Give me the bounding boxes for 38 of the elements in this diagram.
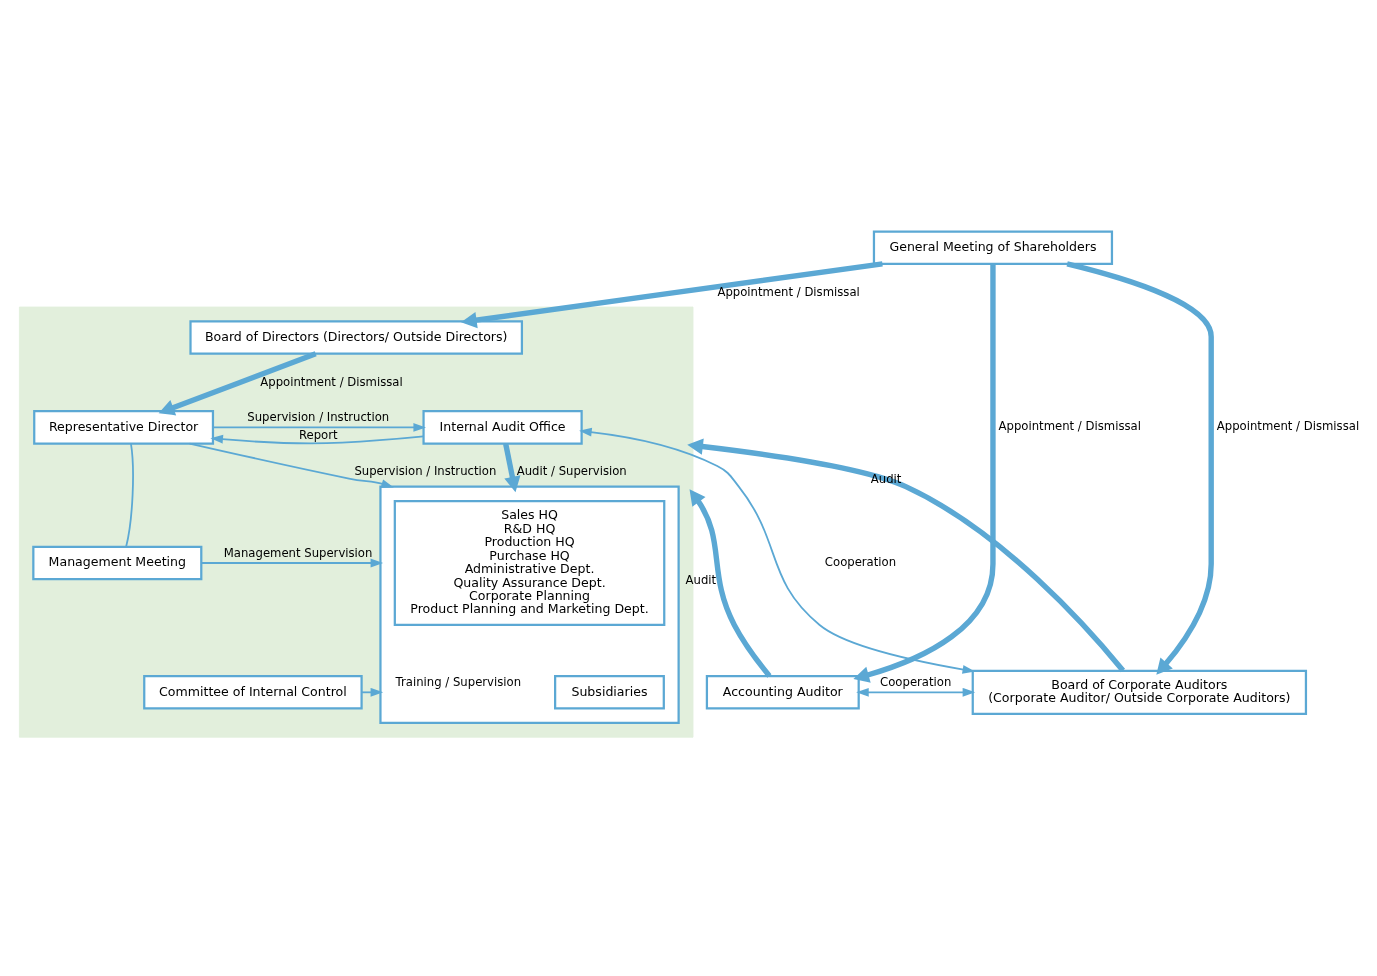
node-box: Board of Directors (Directors/ Outside Directors) <box>189 320 524 355</box>
node-box: Subsidiaries <box>554 675 665 710</box>
arrow <box>503 443 521 493</box>
edge-label: Supervision / Instruction <box>354 464 497 479</box>
edge-label: Audit / Supervision <box>516 464 627 479</box>
arrow <box>158 351 317 416</box>
arrow <box>853 264 996 683</box>
node-box: General Meeting of Shareholders <box>872 230 1114 266</box>
edge-label: Cooperation <box>880 675 952 690</box>
arrow <box>689 489 772 678</box>
arrow <box>687 438 1126 673</box>
edge-label: Management Supervision <box>223 546 373 561</box>
edge-label: Audit <box>685 572 717 587</box>
edge-label: Supervision / Instruction <box>247 410 390 425</box>
arrow <box>200 558 384 568</box>
arrow <box>1066 261 1214 675</box>
arrow <box>360 687 384 697</box>
node-box: Internal Audit Office <box>422 410 583 445</box>
edge-label: Cooperation <box>824 555 897 570</box>
arrow <box>461 261 883 329</box>
node-box: Management Meeting <box>32 545 203 581</box>
edge-label: Training / Supervision <box>395 675 522 690</box>
edge-label: Appointment / Dismissal <box>260 374 403 389</box>
node-box: Board of Corporate Auditors (Corporate Auditor/ Outside Corporate Auditors) <box>971 669 1308 715</box>
node-box: Accounting Auditor <box>705 675 860 710</box>
arrow <box>210 434 425 445</box>
edge-label: Report <box>298 428 338 443</box>
node-box: Committee of Internal Control <box>143 675 363 710</box>
node-box: Representative Director <box>33 410 215 445</box>
node-box: Sales HQ R&D HQ Production HQ Purchase HQ Administrative Dept. Quality Assurance Dept. Corporate Planning Product Planning and Marketing Dept. <box>393 499 666 627</box>
edge-label: Appointment / Dismissal <box>717 284 860 299</box>
arrow <box>188 442 394 488</box>
connector <box>125 442 134 548</box>
cluster <box>379 485 680 724</box>
edge-label: Appointment / Dismissal <box>998 419 1141 434</box>
arrow <box>212 422 426 432</box>
arrow <box>856 687 976 697</box>
edge-label: Appointment / Dismissal <box>1216 419 1360 434</box>
